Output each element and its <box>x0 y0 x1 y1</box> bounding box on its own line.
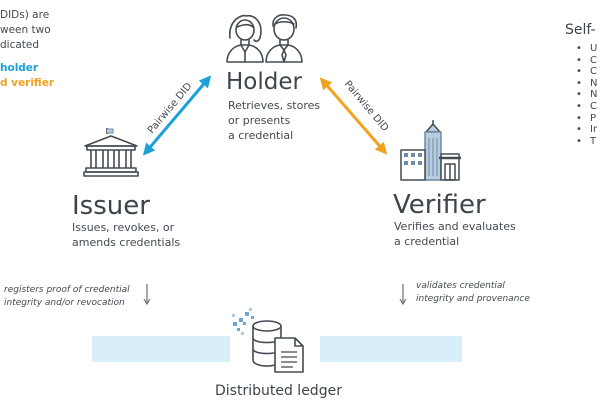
right-panel: Self- •U •C •C •N •N •C •P •Ir •T <box>565 22 597 147</box>
right-panel-item: •N <box>576 89 598 101</box>
left-note-verifier: d verifier <box>0 77 54 89</box>
holder-description: Retrieves, stores or presents a credenti… <box>228 98 320 143</box>
verifier-description: Verifies and evaluates a credential <box>394 219 516 249</box>
right-panel-list: •U •C •C •N •N •C •P •Ir •T <box>565 43 597 147</box>
right-panel-item: •N <box>576 77 598 89</box>
issuer-down-arrow <box>143 284 151 306</box>
holder-title: Holder <box>226 69 302 95</box>
ledger-bar-right <box>320 336 462 362</box>
right-panel-title: Self- <box>565 22 596 38</box>
right-panel-item: •C <box>576 100 597 112</box>
right-panel-item: •Ir <box>576 124 598 136</box>
left-note: DIDs) are ween two dicated holder d veri… <box>0 8 54 91</box>
pairwise-did-left-label: Pairwise DID <box>146 81 195 136</box>
verifier-title: Verifier <box>393 190 486 220</box>
ledger-label: Distributed ledger <box>215 383 342 399</box>
right-panel-item: •T <box>576 135 597 147</box>
ledger-bar-left <box>92 336 230 362</box>
issuer-desc-line-2: amends credentials <box>72 236 181 249</box>
database-document-icon <box>232 308 304 373</box>
right-panel-item: •P <box>576 112 597 124</box>
holder-issuer-arrow <box>142 75 212 156</box>
bank-building-icon <box>83 128 139 177</box>
pairwise-did-right-label: Pairwise DID <box>342 79 391 134</box>
issuer-ledger-note: registers proof of credential integrity … <box>4 284 130 310</box>
holder-desc-line-3: a credential <box>228 129 294 142</box>
verifier-note-line-1: validates credential <box>416 281 505 291</box>
left-note-holder: holder <box>0 62 39 74</box>
two-people-icon <box>226 14 303 63</box>
verifier-ledger-note: validates credential integrity and prove… <box>416 280 530 306</box>
verifier-desc-line-2: a credential <box>394 235 460 248</box>
holder-desc-line-2: or presents <box>228 114 291 127</box>
city-buildings-icon <box>400 120 461 181</box>
issuer-note-line-2: integrity and/or revocation <box>4 298 125 308</box>
verifier-note-line-2: integrity and provenance <box>416 294 530 304</box>
issuer-description: Issues, revokes, or amends credentials <box>72 220 180 250</box>
left-note-line-1: DIDs) are <box>0 9 50 21</box>
issuer-desc-line-1: Issues, revokes, or <box>72 221 175 234</box>
issuer-note-line-1: registers proof of credential <box>4 285 130 295</box>
verifier-desc-line-1: Verifies and evaluates <box>394 220 516 233</box>
right-panel-item: •C <box>576 54 597 66</box>
holder-desc-line-1: Retrieves, stores <box>228 99 321 112</box>
verifier-down-arrow <box>399 284 407 306</box>
left-note-line-3: dicated <box>0 39 40 51</box>
issuer-title: Issuer <box>72 191 150 221</box>
holder-verifier-arrow <box>319 77 388 155</box>
right-panel-item: •C <box>576 66 597 78</box>
left-note-line-2: ween two <box>0 24 51 36</box>
right-panel-item: •U <box>576 43 598 54</box>
